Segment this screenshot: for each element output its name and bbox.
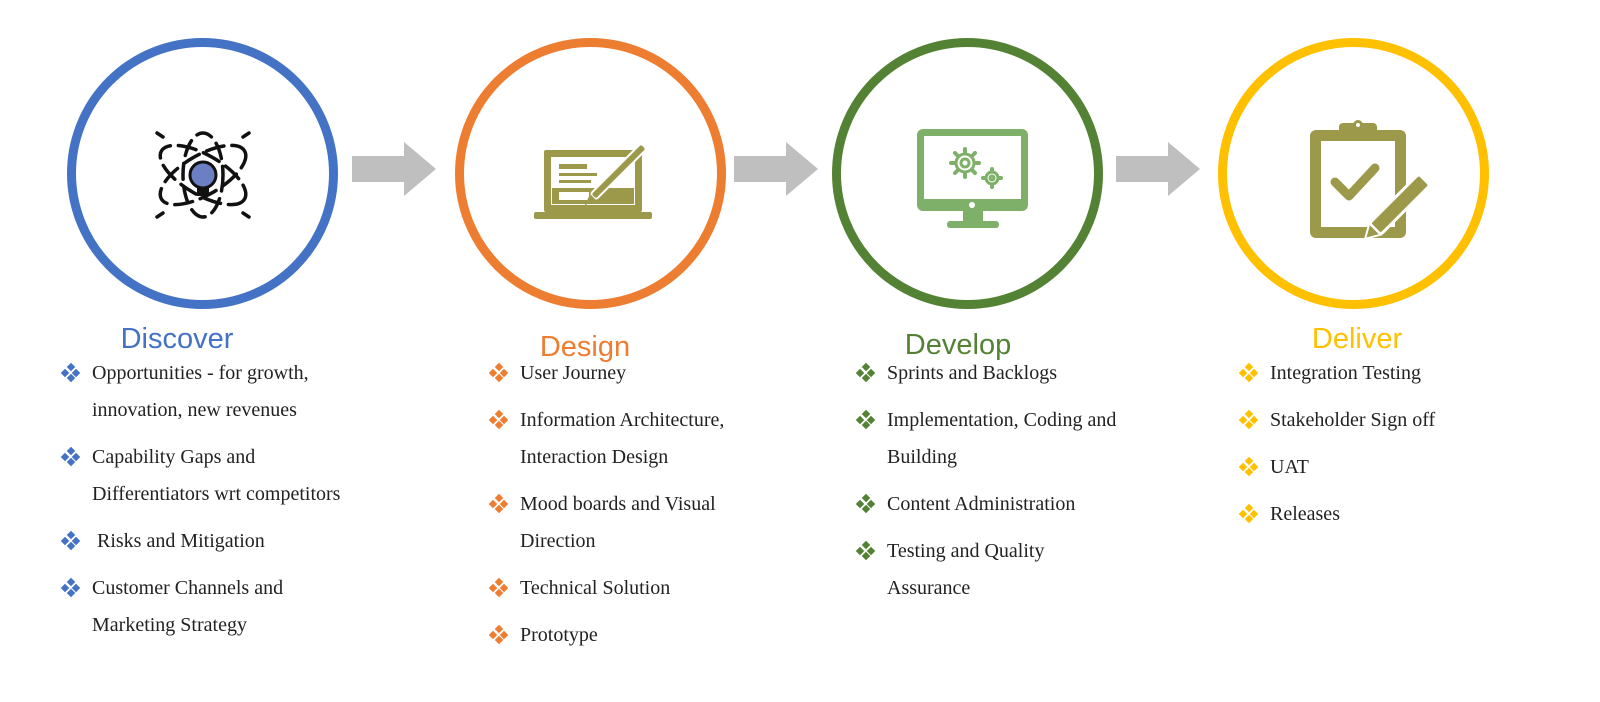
diamond-bullet-icon (1238, 456, 1259, 477)
list-item: Releases (1238, 496, 1500, 533)
diamond-bullet-icon (488, 577, 509, 598)
list-item: Risks and Mitigation (60, 523, 342, 560)
monitor-gears-icon (917, 129, 1028, 228)
diamond-bullet-icon (1238, 503, 1259, 524)
develop-list: Sprints and Backlogs Implementation, Cod… (855, 355, 1117, 617)
stage-title-discover: Discover (120, 323, 234, 355)
list-item: Information Architecture, Interaction De… (488, 402, 760, 476)
list-item: Opportunities - for growth, innovation, … (60, 355, 342, 429)
diamond-bullet-icon (855, 540, 876, 561)
clipboard-check-icon (1310, 120, 1431, 241)
diamond-bullet-icon (488, 624, 509, 645)
list-item: User Journey (488, 355, 760, 392)
diamond-bullet-icon (60, 530, 81, 551)
list-item: Customer Channels and Marketing Strategy (60, 570, 342, 644)
right-arrow-icon (734, 142, 818, 196)
laptop-pen-icon (534, 143, 652, 219)
diamond-bullet-icon (488, 409, 509, 430)
atom-lightbulb-icon (155, 131, 251, 219)
stage-title-design: Design (539, 331, 631, 363)
diamond-bullet-icon (488, 362, 509, 383)
diamond-bullet-icon (855, 493, 876, 514)
diamond-bullet-icon (60, 362, 81, 383)
list-item: Testing and Quality Assurance (855, 533, 1117, 607)
stage-title-deliver: Deliver (1311, 323, 1403, 355)
diamond-bullet-icon (1238, 362, 1259, 383)
deliver-circle (1218, 38, 1489, 309)
list-item: Implementation, Coding and Building (855, 402, 1117, 476)
design-list: User Journey Information Architecture, I… (488, 355, 760, 664)
diamond-bullet-icon (60, 577, 81, 598)
list-item: Prototype (488, 617, 760, 654)
diamond-bullet-icon (855, 409, 876, 430)
list-item: Content Administration (855, 486, 1117, 523)
design-circle (455, 38, 726, 309)
list-item: Mood boards and Visual Direction (488, 486, 760, 560)
list-item: UAT (1238, 449, 1500, 486)
deliver-list: Integration Testing Stakeholder Sign off… (1238, 355, 1500, 543)
list-item: Sprints and Backlogs (855, 355, 1117, 392)
discover-circle (67, 38, 338, 309)
diamond-bullet-icon (488, 493, 509, 514)
right-arrow-icon (1116, 142, 1200, 196)
list-item: Stakeholder Sign off (1238, 402, 1500, 439)
diamond-bullet-icon (60, 446, 81, 467)
diamond-bullet-icon (855, 362, 876, 383)
diamond-bullet-icon (1238, 409, 1259, 430)
list-item: Capability Gaps and Differentiators wrt … (60, 439, 342, 513)
right-arrow-icon (352, 142, 436, 196)
stage-title-develop: Develop (904, 329, 1012, 361)
list-item: Integration Testing (1238, 355, 1500, 392)
develop-circle (832, 38, 1103, 309)
discover-list: Opportunities - for growth, innovation, … (60, 355, 342, 654)
list-item: Technical Solution (488, 570, 760, 607)
